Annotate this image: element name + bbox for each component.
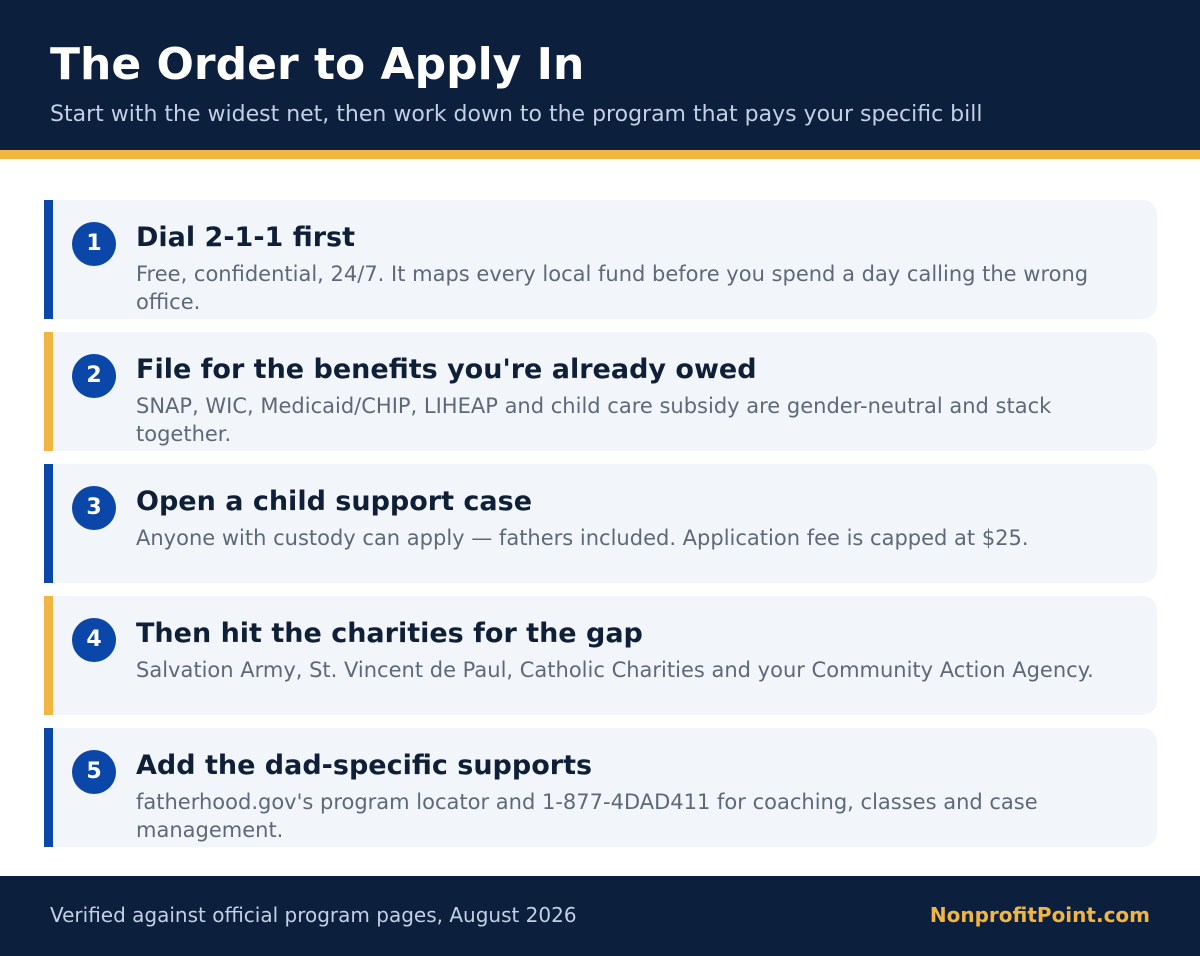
- step-card-4: 4 Then hit the charities for the gap Sal…: [44, 596, 1157, 715]
- step-title: Then hit the charities for the gap: [136, 618, 643, 649]
- step-number-badge: 1: [72, 222, 116, 266]
- step-number-badge: 3: [72, 486, 116, 530]
- step-card-2: 2 File for the benefits you're already o…: [44, 332, 1157, 451]
- steps-list: 1 Dial 2-1-1 first Free, confidential, 2…: [44, 200, 1157, 860]
- header-banner: The Order to Apply In Start with the wid…: [0, 0, 1200, 150]
- footer-banner: Verified against official program pages,…: [0, 876, 1200, 956]
- step-number-badge: 2: [72, 354, 116, 398]
- step-description: Free, confidential, 24/7. It maps every …: [136, 262, 1089, 314]
- step-title: Open a child support case: [136, 486, 533, 517]
- step-description: Anyone with custody can apply — fathers …: [136, 526, 1029, 550]
- step-card-1: 1 Dial 2-1-1 first Free, confidential, 2…: [44, 200, 1157, 319]
- step-number-badge: 5: [72, 750, 116, 794]
- page-subtitle: Start with the widest net, then work dow…: [50, 102, 983, 127]
- step-description: fatherhood.gov's program locator and 1-8…: [136, 790, 1038, 842]
- page-title: The Order to Apply In: [50, 39, 585, 90]
- step-card-3: 3 Open a child support case Anyone with …: [44, 464, 1157, 583]
- step-title: Dial 2-1-1 first: [136, 222, 356, 253]
- step-description: Salvation Army, St. Vincent de Paul, Cat…: [136, 658, 1094, 682]
- gold-divider: [0, 150, 1200, 159]
- brand-link[interactable]: NonprofitPoint.com: [929, 903, 1150, 927]
- step-title: Add the dad-specific supports: [136, 750, 593, 781]
- step-description: SNAP, WIC, Medicaid/CHIP, LIHEAP and chi…: [136, 394, 1052, 446]
- verification-note: Verified against official program pages,…: [50, 903, 577, 927]
- step-title: File for the benefits you're already owe…: [136, 354, 757, 385]
- step-number-badge: 4: [72, 618, 116, 662]
- step-card-5: 5 Add the dad-specific supports fatherho…: [44, 728, 1157, 847]
